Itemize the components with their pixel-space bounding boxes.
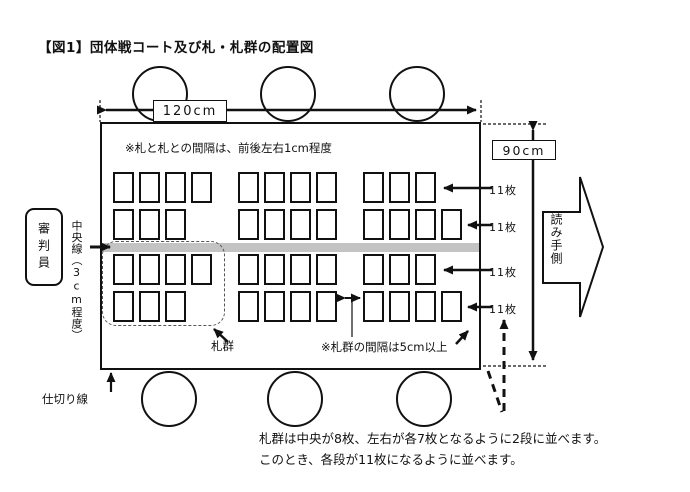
- karuta-card: [165, 209, 186, 240]
- partition-line-label: 仕切り線: [42, 392, 88, 406]
- karuta-card: [290, 172, 311, 203]
- karuta-card: [113, 291, 134, 322]
- karuta-card: [191, 172, 212, 203]
- karuta-card: [264, 291, 285, 322]
- court-height-label: 90cm: [492, 140, 556, 160]
- row4-count-label: 11枚: [489, 303, 517, 316]
- karuta-card: [238, 291, 259, 322]
- karuta-card: [290, 291, 311, 322]
- center-line-label: 中央線（3cm程度）: [70, 220, 83, 341]
- karuta-card: [113, 254, 134, 285]
- karuta-card: [264, 209, 285, 240]
- karuta-card: [238, 209, 259, 240]
- karuta-card: [316, 172, 337, 203]
- card-group-label: 札群: [211, 339, 234, 353]
- row3-count-label: 11枚: [489, 266, 517, 279]
- karuta-card: [415, 209, 436, 240]
- figure-caption: 札群は中央が8枚、左右が各7枚となるように2段に並べます。 このとき、各段が11…: [259, 428, 606, 470]
- referee-label: 審判員: [36, 221, 51, 273]
- karuta-card: [113, 172, 134, 203]
- karuta-card: [139, 291, 160, 322]
- karuta-card: [165, 254, 186, 285]
- karuta-card: [316, 254, 337, 285]
- karuta-card: [389, 254, 410, 285]
- karuta-card: [316, 291, 337, 322]
- karuta-card: [441, 209, 462, 240]
- karuta-card: [264, 254, 285, 285]
- karuta-card: [165, 172, 186, 203]
- card-group-dashed-outline: [102, 241, 225, 326]
- figure-title: 【図1】団体戦コート及び札・札群の配置図: [38, 40, 314, 56]
- karuta-card: [363, 209, 384, 240]
- karuta-card: [165, 291, 186, 322]
- karuta-card: [363, 172, 384, 203]
- karuta-card: [290, 254, 311, 285]
- karuta-card: [191, 254, 212, 285]
- karuta-card: [389, 291, 410, 322]
- karuta-card: [415, 254, 436, 285]
- center-line-band: [102, 243, 479, 252]
- karuta-card: [415, 172, 436, 203]
- row2-count-label: 11枚: [489, 221, 517, 234]
- karuta-card: [363, 291, 384, 322]
- karuta-card: [441, 291, 462, 322]
- reader-side-label: 読み手側: [549, 213, 563, 265]
- karuta-card: [415, 291, 436, 322]
- karuta-card: [389, 172, 410, 203]
- karuta-card: [139, 254, 160, 285]
- karuta-card: [238, 172, 259, 203]
- court-width-label: 120cm: [153, 100, 227, 122]
- referee-box: 審判員: [25, 208, 63, 286]
- card-spacing-note: ※札と札との間隔は、前後左右1cm程度: [125, 141, 332, 155]
- karuta-card: [113, 209, 134, 240]
- caption-line-1: 札群は中央が8枚、左右が各7枚となるように2段に並べます。: [259, 431, 607, 446]
- karuta-card: [389, 209, 410, 240]
- karuta-card: [139, 209, 160, 240]
- karuta-card: [290, 209, 311, 240]
- karuta-card: [139, 172, 160, 203]
- group-gap-note: ※札群の間隔は5cm以上: [321, 340, 448, 354]
- karuta-card: [238, 254, 259, 285]
- caption-line-2: このとき、各段が11枚になるように並べます。: [259, 452, 523, 467]
- row1-count-label: 11枚: [489, 184, 517, 197]
- karuta-card: [316, 209, 337, 240]
- karuta-card: [264, 172, 285, 203]
- karuta-card: [363, 254, 384, 285]
